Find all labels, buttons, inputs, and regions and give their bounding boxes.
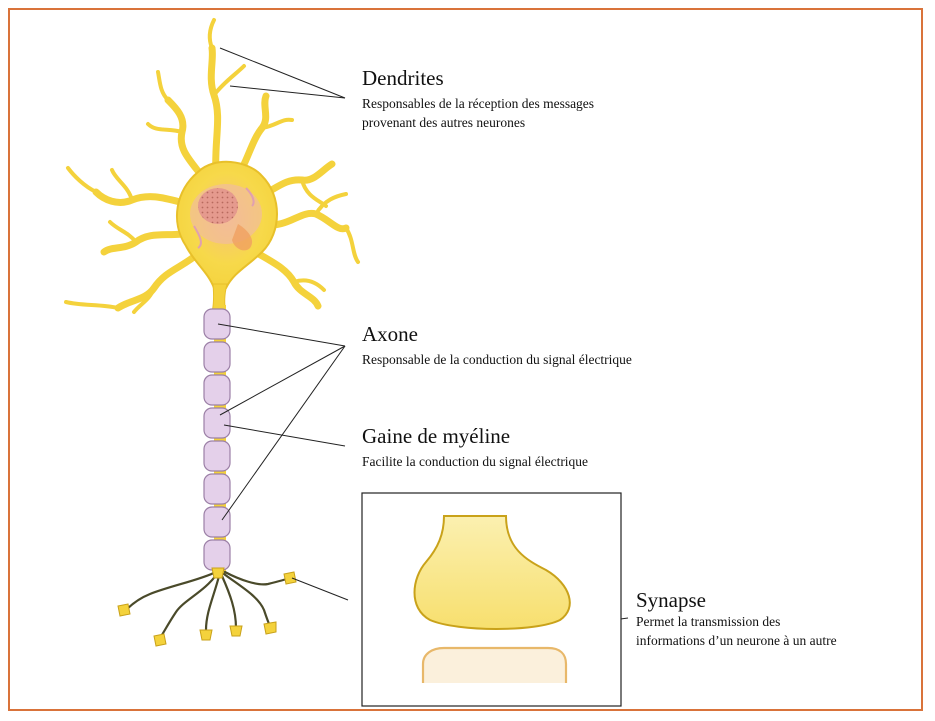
myeline-title: Gaine de myéline	[362, 424, 510, 448]
dendrites-title: Dendrites	[362, 66, 444, 90]
myeline-description: Facilite la conduction du signal électri…	[362, 452, 588, 471]
synapse-title: Synapse	[636, 588, 706, 612]
synapse-description: Permet la transmission des informations …	[636, 612, 837, 650]
axone-description: Responsable de la conduction du signal é…	[362, 350, 632, 369]
synapse-inset	[362, 493, 621, 706]
cell-body	[177, 162, 277, 288]
terminal-boutons	[118, 568, 296, 646]
dendrites-description: Responsables de la réception des message…	[362, 94, 594, 132]
axone-title: Axone	[362, 322, 418, 346]
